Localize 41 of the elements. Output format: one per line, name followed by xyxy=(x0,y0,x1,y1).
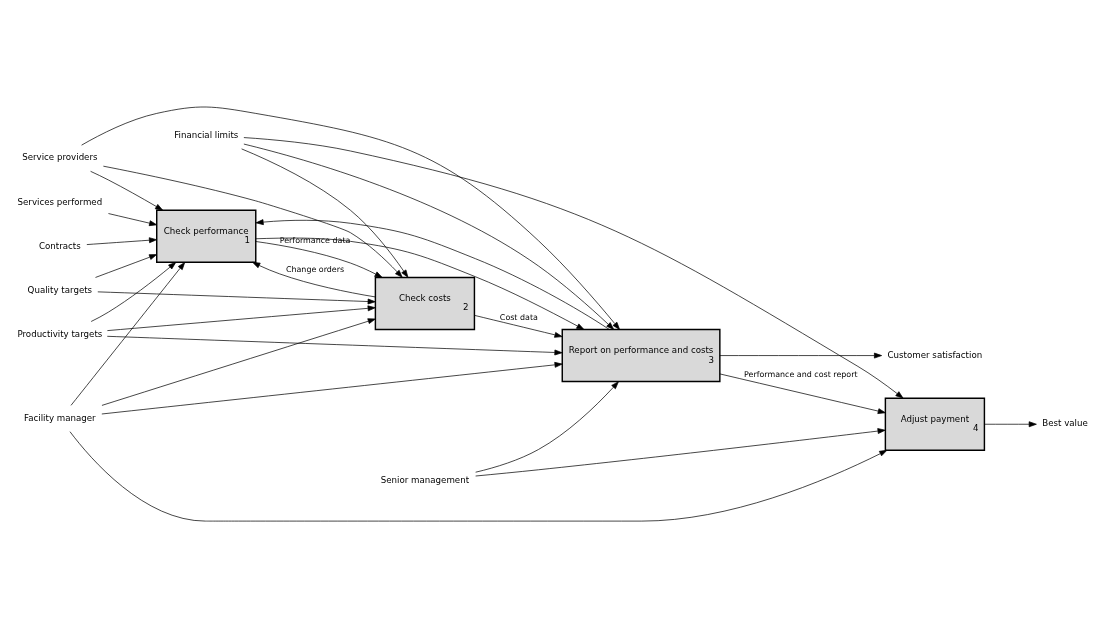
arrow xyxy=(90,262,177,322)
arrow xyxy=(474,315,563,338)
arrow xyxy=(90,170,164,211)
arrow xyxy=(252,261,376,298)
arrow xyxy=(70,262,186,406)
node-text: Service providers xyxy=(22,152,98,163)
arrow xyxy=(984,421,1037,428)
node-text: Facility manager xyxy=(24,412,96,423)
arrow xyxy=(81,106,620,330)
node-box: Adjust payment 4 xyxy=(884,397,986,451)
node-box: Check costs 2 xyxy=(374,276,476,331)
arrow xyxy=(255,237,585,330)
arrow xyxy=(101,361,563,415)
arrow xyxy=(95,254,158,278)
arrow xyxy=(719,352,882,359)
arrow xyxy=(97,291,376,305)
node-text: Customer satisfaction xyxy=(887,349,983,360)
node-text: Senior management xyxy=(380,474,470,485)
node-text: Financial limits xyxy=(174,130,239,141)
node-box: Report on performance and costs 3 xyxy=(561,328,721,383)
arrow xyxy=(69,431,888,522)
arrow xyxy=(255,241,383,278)
node-text: Productivity targets xyxy=(17,328,103,339)
arrow xyxy=(106,335,563,356)
arrow xyxy=(103,165,403,278)
arrow xyxy=(107,305,376,331)
node-box: Check performance 1 xyxy=(156,209,257,264)
arrow xyxy=(101,318,376,406)
arrow xyxy=(475,381,619,473)
arrow xyxy=(86,237,157,245)
node-text: Contracts xyxy=(38,240,81,251)
node-text: Services performed xyxy=(17,196,103,207)
node-text: Best value xyxy=(1042,418,1088,429)
arrow xyxy=(719,373,886,414)
arrow xyxy=(243,143,615,330)
node-text: Quality targets xyxy=(27,284,93,295)
arrow xyxy=(241,148,409,278)
arrow xyxy=(475,428,886,477)
arrow xyxy=(108,213,158,227)
arrow xyxy=(243,137,904,399)
arrow xyxy=(255,219,610,330)
